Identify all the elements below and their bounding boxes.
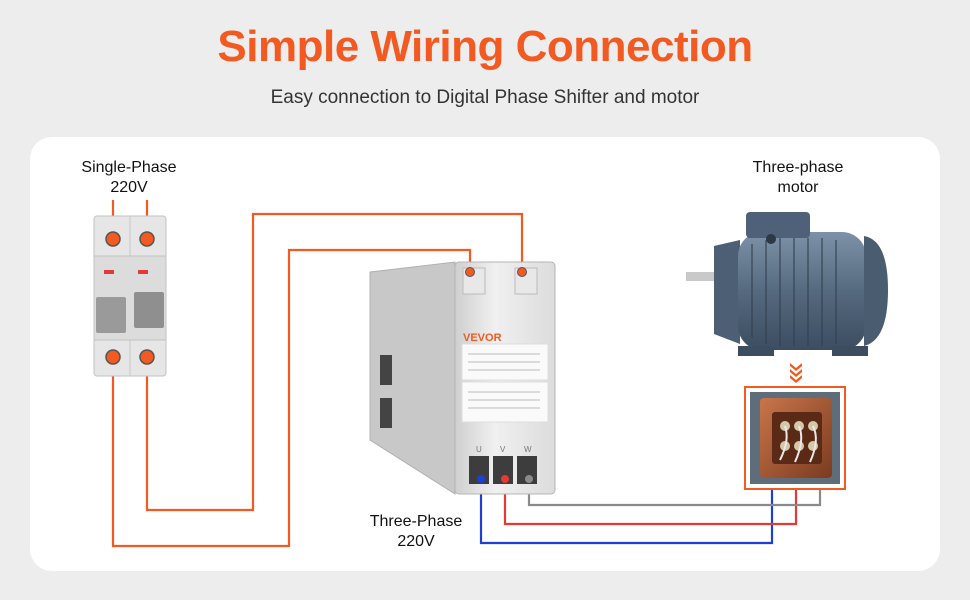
output-wire-blue bbox=[479, 479, 774, 545]
terminal-v: V bbox=[500, 445, 506, 454]
label-three-phase-line1: Three-Phase bbox=[369, 513, 463, 530]
page-subtitle: Easy connection to Digital Phase Shifter… bbox=[270, 87, 700, 108]
label-three-phase: Three-Phase 220V bbox=[352, 512, 480, 552]
label-motor: Three-phase motor bbox=[730, 158, 866, 198]
input-wire-2 bbox=[111, 248, 472, 548]
terminal-w: W bbox=[524, 445, 532, 454]
arrow-down-icon bbox=[790, 363, 802, 383]
label-motor-line2: motor bbox=[777, 179, 819, 196]
label-single-phase: Single-Phase 220V bbox=[64, 158, 194, 198]
device-brand: VEVOR bbox=[463, 332, 502, 344]
terminal-u: U bbox=[476, 445, 482, 454]
motor bbox=[686, 212, 888, 356]
input-wire-1 bbox=[145, 212, 524, 512]
phase-shifter-device: VEVOR U V W bbox=[369, 261, 556, 495]
label-single-phase-line1: Single-Phase bbox=[81, 159, 177, 176]
label-single-phase-line2: 220V bbox=[110, 179, 148, 196]
circuit-breaker bbox=[93, 215, 167, 377]
label-three-phase-line2: 220V bbox=[397, 533, 435, 550]
motor-terminal-box bbox=[744, 386, 846, 490]
page-title: Simple Wiring Connection bbox=[217, 22, 753, 71]
label-motor-line1: Three-phase bbox=[752, 159, 844, 176]
